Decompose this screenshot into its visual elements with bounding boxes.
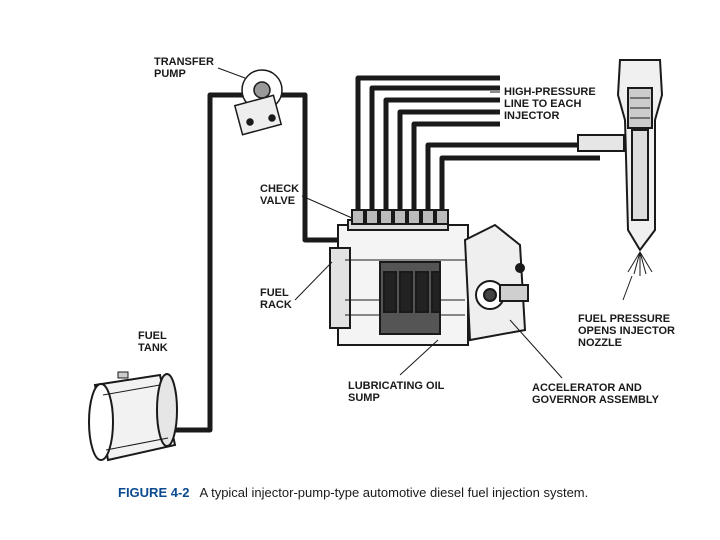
label-line: LUBRICATING OIL	[348, 380, 445, 392]
label-fuel-tank: FUEL TANK	[138, 330, 168, 354]
label-line: TRANSFER	[154, 56, 214, 68]
figure-number: FIGURE 4-2	[118, 485, 190, 500]
label-line: GOVERNOR ASSEMBLY	[532, 394, 659, 406]
label-line: HIGH-PRESSURE	[504, 86, 596, 98]
transfer-pump	[233, 69, 283, 136]
fuel-spray	[627, 251, 653, 276]
figure-caption: FIGURE 4-2 A typical injector-pump-type a…	[118, 485, 588, 500]
governor-assembly	[463, 223, 529, 342]
label-line: CHECK	[260, 183, 300, 195]
label-line: FUEL	[260, 287, 289, 299]
label-high-pressure-line: HIGH-PRESSURE LINE TO EACH INJECTOR	[504, 86, 596, 122]
injection-pump	[329, 209, 469, 346]
label-line: LINE TO EACH	[504, 98, 582, 110]
label-accelerator-governor: ACCELERATOR AND GOVERNOR ASSEMBLY	[532, 382, 659, 406]
label-line: FUEL	[138, 330, 167, 342]
fuel-tank	[88, 371, 178, 462]
leader-lines	[217, 67, 633, 379]
label-line: FUEL PRESSURE	[578, 313, 671, 325]
label-lubricating-oil-sump: LUBRICATING OIL SUMP	[348, 380, 444, 404]
label-line: RACK	[260, 299, 292, 311]
figure-caption-text: A typical injector-pump-type automotive …	[199, 485, 589, 500]
high-pressure-lines	[355, 75, 600, 222]
label-fuel-rack: FUEL RACK	[260, 287, 292, 311]
label-fuel-pressure: FUEL PRESSURE OPENS INJECTOR NOZZLE	[578, 313, 675, 349]
label-line: INJECTOR	[504, 110, 560, 122]
injector	[577, 59, 664, 252]
label-line: ACCELERATOR AND	[532, 382, 642, 394]
label-line: VALVE	[260, 195, 296, 207]
label-line: PUMP	[154, 68, 186, 80]
label-line: SUMP	[348, 392, 380, 404]
fuel-supply-line	[175, 92, 345, 433]
label-line: OPENS INJECTOR	[578, 325, 675, 337]
label-check-valve: CHECK VALVE	[260, 183, 299, 207]
label-transfer-pump: TRANSFER PUMP	[154, 56, 214, 80]
label-line: NOZZLE	[578, 337, 622, 349]
label-line: TANK	[138, 342, 168, 354]
